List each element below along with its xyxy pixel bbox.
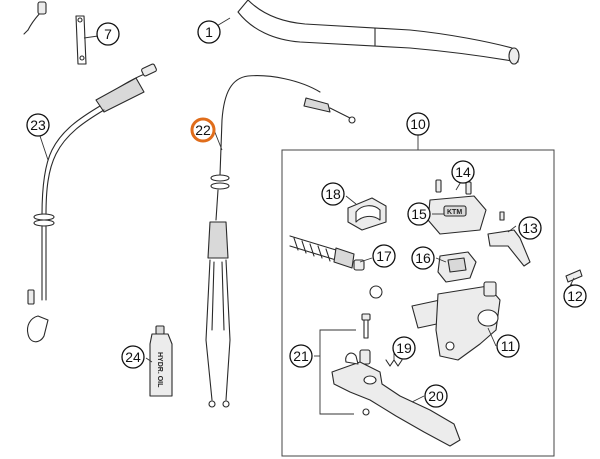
callout-22[interactable]: 22	[190, 117, 216, 143]
clutch-cable-part[interactable]	[205, 75, 356, 408]
callout-17[interactable]: 17	[372, 244, 396, 268]
callout-label: 18	[325, 186, 341, 202]
callout-label: 10	[410, 116, 426, 132]
strap-part[interactable]	[75, 15, 87, 65]
callout-16[interactable]: 16	[411, 246, 435, 270]
clamp-part[interactable]	[347, 197, 387, 231]
callout-14[interactable]: 14	[451, 160, 475, 184]
callout-23[interactable]: 23	[26, 113, 50, 137]
callout-24[interactable]: 24	[121, 345, 145, 369]
handlebar-part[interactable]	[237, 0, 520, 65]
callout-label: 7	[104, 26, 112, 42]
diaphragm-part[interactable]	[437, 251, 477, 283]
callout-11[interactable]: 11	[496, 334, 520, 358]
reservoir-cover-part[interactable]: KTM	[427, 195, 487, 235]
callout-label: 15	[411, 206, 427, 222]
callout-19[interactable]: 19	[392, 336, 416, 360]
callout-21[interactable]: 21	[289, 344, 313, 368]
pivot-bolt-part[interactable]	[319, 313, 371, 415]
master-cylinder-body-part[interactable]	[411, 281, 501, 361]
switch-connector-part[interactable]	[23, 1, 47, 35]
lever-adjuster-part[interactable]	[487, 211, 531, 267]
oil-bottle-label: HYDR. OIL	[156, 352, 163, 388]
clutch-lever-part[interactable]	[331, 352, 461, 447]
reservoir-screws-part[interactable]	[435, 179, 472, 195]
leader-lines	[39, 17, 575, 403]
callout-label: 24	[125, 349, 141, 365]
callout-label: 13	[522, 220, 538, 236]
callout-label: 11	[501, 338, 516, 354]
callout-label: 17	[376, 248, 392, 264]
callout-label: 12	[567, 288, 583, 304]
callout-label: 23	[30, 117, 46, 133]
hydraulic-oil-bottle-part[interactable]: HYDR. OIL	[149, 325, 173, 397]
callout-15[interactable]: 15	[407, 202, 431, 226]
throttle-cable-part[interactable]	[26, 63, 157, 343]
callout-label: 19	[396, 340, 412, 356]
callout-7[interactable]: 7	[96, 22, 120, 46]
callout-label: 1	[205, 24, 213, 40]
callout-label: 16	[415, 250, 431, 266]
callout-1[interactable]: 1	[197, 20, 221, 44]
callout-label: 14	[455, 164, 471, 180]
callout-18[interactable]: 18	[321, 182, 345, 206]
callout-20[interactable]: 20	[424, 384, 448, 408]
master-cylinder-group-frame	[281, 134, 555, 457]
piston-spring-part[interactable]	[289, 235, 383, 299]
svg-text:KTM: KTM	[447, 209, 462, 216]
callout-12[interactable]: 12	[563, 284, 587, 308]
callout-label: 22	[195, 122, 211, 138]
outside-screw-part[interactable]	[565, 269, 583, 283]
small-spring-part[interactable]	[385, 359, 403, 367]
callout-13[interactable]: 13	[518, 216, 542, 240]
callout-label: 21	[293, 348, 309, 364]
callout-10[interactable]: 10	[406, 112, 430, 136]
callout-label: 20	[428, 388, 444, 404]
